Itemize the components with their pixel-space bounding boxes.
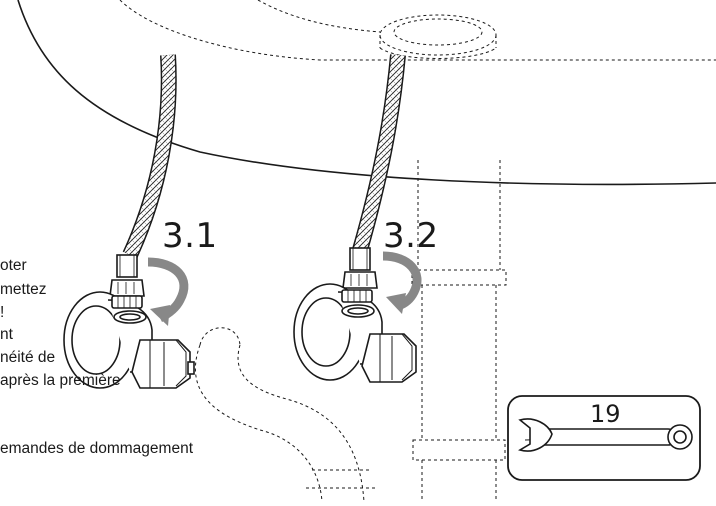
- rotation-arrow-right-icon: [382, 251, 422, 314]
- note-line: mettez: [0, 281, 47, 298]
- wrench-size-label: 19: [590, 400, 621, 428]
- drain-pipe: [411, 160, 507, 502]
- hose-left: [122, 54, 177, 259]
- p-trap: [194, 327, 378, 503]
- angle-valve-right: [293, 247, 417, 383]
- hose-right: [352, 54, 406, 253]
- drain-flange: [379, 14, 497, 59]
- note-line: !: [0, 304, 5, 321]
- rotation-arrow-left-icon: [147, 257, 189, 326]
- step-label-3-1: 3.1: [162, 216, 218, 256]
- note-line: après la première: [0, 372, 121, 389]
- note-line: néité de: [0, 349, 56, 366]
- step-label-3-2: 3.2: [383, 216, 439, 256]
- note-line: emandes de dommagement: [0, 440, 194, 457]
- angle-valve-left: [63, 254, 195, 389]
- note-line: oter: [0, 257, 27, 274]
- note-line: nt: [0, 326, 13, 343]
- sink-basin: [17, 0, 716, 186]
- combination-wrench-icon: [518, 418, 693, 452]
